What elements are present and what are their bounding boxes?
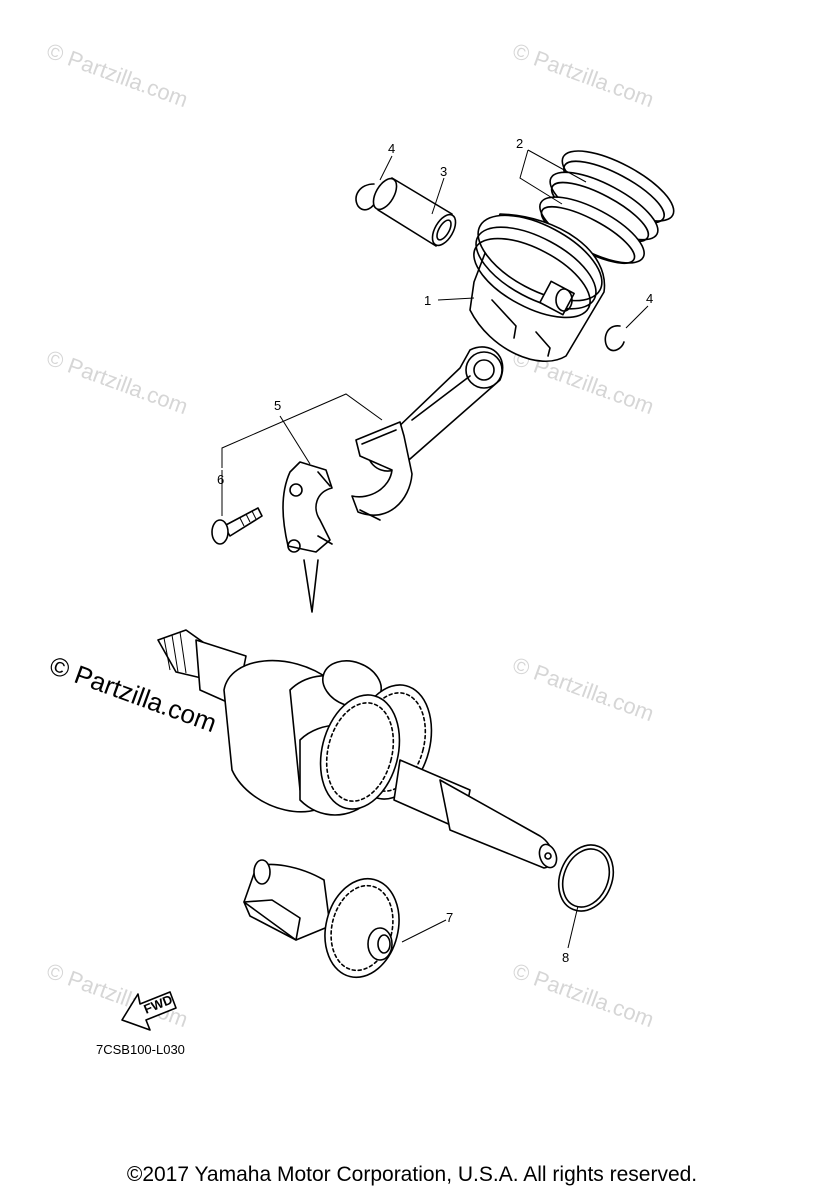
callout-8: 8: [562, 950, 569, 965]
callout-1: 1: [424, 293, 431, 308]
callout-7: 7: [446, 910, 453, 925]
callout-5: 5: [274, 398, 281, 413]
callout-4: 4: [646, 291, 653, 306]
diagram-code: 7CSB100-L030: [96, 1042, 185, 1057]
piston-ring-set: [539, 150, 675, 265]
crankshaft: [157, 629, 558, 869]
callout-lines: [221, 149, 649, 949]
connecting-rod: [351, 346, 504, 521]
callout-2: 2: [516, 136, 523, 151]
connecting-rod-bolt: [211, 507, 263, 545]
o-ring: [557, 844, 615, 912]
circlip-left: [355, 183, 377, 211]
balancer-shaft: [243, 859, 400, 979]
piston-pin: [372, 177, 457, 247]
copyright-notice: ©2017 Yamaha Motor Corporation, U.S.A. A…: [126, 1163, 698, 1186]
circlip-right: [604, 325, 625, 352]
forward-arrow-icon: FWD: [121, 991, 177, 1031]
callout-3: 3: [440, 164, 447, 179]
connecting-rod-cap: [282, 461, 333, 613]
callout-6: 6: [217, 472, 224, 487]
callout-4: 4: [388, 141, 395, 156]
piston: [469, 213, 606, 362]
